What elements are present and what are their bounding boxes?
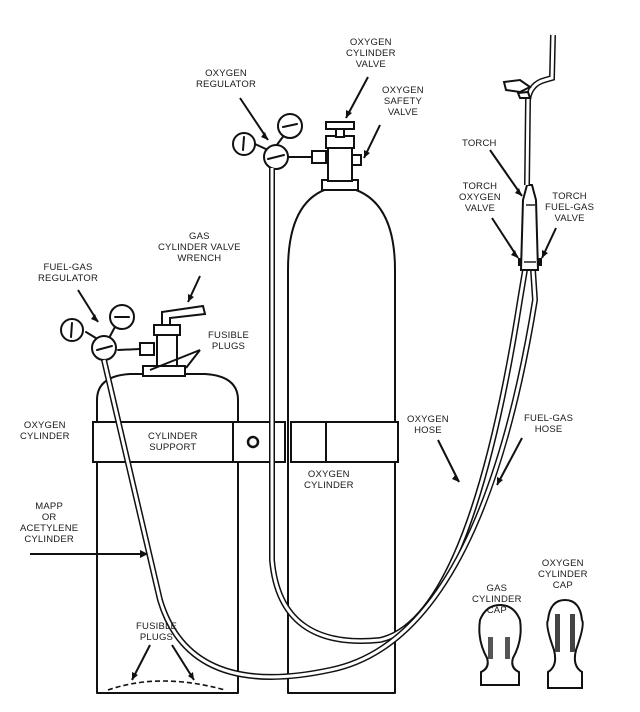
oxygen-cylinder-cap <box>546 598 584 689</box>
oxygen-cylinder <box>287 121 396 694</box>
hoses <box>101 168 539 680</box>
label-oxygen-hose: OXYGEN HOSE <box>407 414 449 436</box>
label-fuel-gas-regulator: FUEL-GAS REGULATOR <box>38 262 99 284</box>
label-fuel-gas-hose: FUEL-GAS HOSE <box>524 413 574 435</box>
oxygen-regulator <box>232 113 313 170</box>
label-oxygen-cylinder-cap: OXYGEN CYLINDER CAP <box>538 558 588 591</box>
label-fusible-plugs-bottom: FUSIBLE PLUGS <box>136 621 177 643</box>
label-oxygen-cylinder-left: OXYGEN CYLINDER <box>20 420 70 442</box>
cylinder-support <box>92 421 399 463</box>
label-fusible-plugs-top: FUSIBLE PLUGS <box>208 330 249 352</box>
fuel-gas-regulator <box>60 304 141 361</box>
label-oxygen-cylinder-valve: OXYGEN CYLINDER VALVE <box>346 37 396 70</box>
label-oxygen-regulator: OXYGEN REGULATOR <box>196 68 257 90</box>
fuel-cylinder-valve <box>139 304 207 367</box>
label-torch-fuel-gas-valve: TORCH FUEL-GAS VALVE <box>545 191 595 224</box>
label-cylinder-support: CYLINDER SUPPORT <box>148 431 198 453</box>
label-gas-cylinder-cap: GAS CYLINDER CAP <box>472 583 522 616</box>
label-oxygen-safety-valve: OXYGEN SAFETY VALVE <box>382 85 424 118</box>
leader-arrows <box>30 76 557 681</box>
torch <box>502 34 556 271</box>
label-mapp-acetylene-cylinder: MAPP OR ACETYLENE CYLINDER <box>20 501 79 545</box>
label-gas-cylinder-valve-wrench: GAS CYLINDER VALVE WRENCH <box>158 231 241 264</box>
label-torch: TORCH <box>462 138 497 149</box>
label-oxygen-cylinder-center: OXYGEN CYLINDER <box>304 469 354 491</box>
label-torch-oxygen-valve: TORCH OXYGEN VALVE <box>459 181 501 214</box>
gas-cylinder-cap <box>478 603 522 686</box>
